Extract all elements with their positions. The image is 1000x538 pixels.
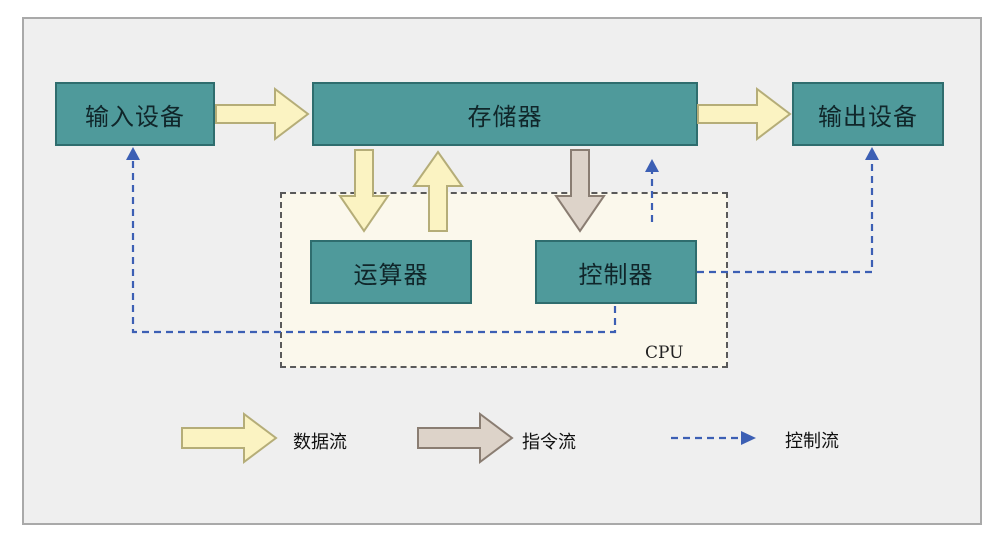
input-device-box: 输入设备 [55, 82, 215, 146]
control-head-memory [645, 159, 659, 172]
data-arrow-memory-to-output [697, 86, 792, 142]
legend-control-head [741, 431, 756, 445]
data-arrow-memory-to-alu [338, 149, 390, 233]
control-line-to-input [131, 160, 617, 334]
alu-box: 运算器 [310, 240, 472, 304]
control-head-output [865, 147, 879, 160]
data-arrow-alu-to-memory [412, 150, 464, 232]
instruction-arrow-memory-to-controller [554, 149, 606, 233]
legend-data-arrow [181, 412, 278, 464]
output-device-box: 输出设备 [792, 82, 944, 146]
control-head-input [126, 147, 140, 160]
cpu-label: CPU [645, 343, 684, 363]
legend-instruction-arrow [417, 412, 514, 464]
legend-instruction-flow-label: 指令流 [522, 432, 576, 453]
control-line-to-output [697, 160, 874, 274]
control-flow-lines [131, 160, 874, 440]
controller-box: 控制器 [535, 240, 697, 304]
control-flow-heads [126, 147, 879, 445]
data-arrow-input-to-memory [215, 86, 310, 142]
legend-control-flow-label: 控制流 [785, 431, 839, 452]
legend-data-flow-label: 数据流 [293, 432, 347, 453]
memory-box: 存储器 [312, 82, 698, 146]
